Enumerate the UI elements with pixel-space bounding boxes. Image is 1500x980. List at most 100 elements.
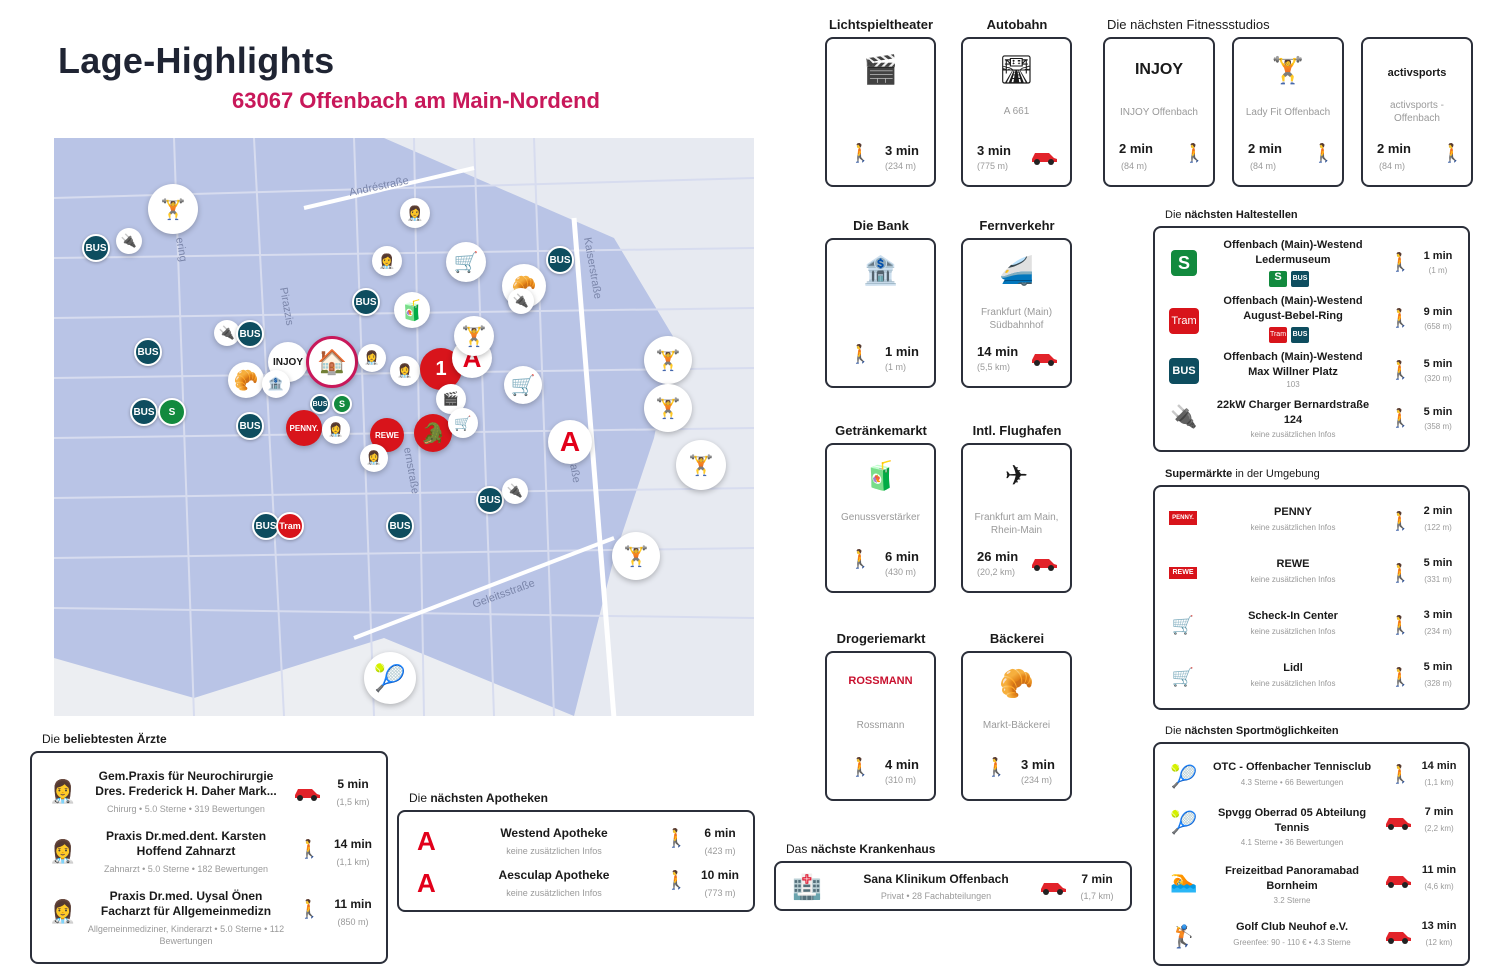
drink-pin-icon[interactable]: 🧃: [394, 292, 430, 328]
poi-card[interactable]: ROSSMANN Rossmann 4 min (310 m) 🚶: [825, 651, 936, 801]
sport-distance: (12 km): [1425, 938, 1453, 947]
sport-info: 3.2 Sterne: [1273, 896, 1311, 905]
bus-stop-pin[interactable]: BUS: [130, 398, 158, 426]
fitness-time: 2 min: [1119, 141, 1153, 156]
supermarket-pin-icon[interactable]: 🛒: [446, 242, 486, 282]
walk-icon: 🚶: [1389, 360, 1412, 380]
bus-stop-pin[interactable]: BUS: [476, 486, 504, 514]
fitness-pin-icon[interactable]: 🏋: [454, 316, 494, 356]
bus-badge: BUS: [1291, 327, 1309, 343]
map-streets: Andréstraße Kaiserstraße Geleitsstraße e…: [54, 138, 754, 716]
fitness-card-ladyfit[interactable]: 🏋 Lady Fit Offenbach 2 min (84 m) 🚶: [1232, 37, 1344, 187]
stop-time: 5 min: [1423, 406, 1453, 418]
walk-icon: 🚶: [1441, 143, 1464, 163]
supermarket-pin-icon[interactable]: 🛒: [504, 366, 542, 404]
location-map[interactable]: Andréstraße Kaiserstraße Geleitsstraße e…: [54, 138, 754, 716]
doctor-distance: (850 m): [337, 917, 369, 927]
hospital-card[interactable]: 🏥 Sana Klinikum Offenbach Privat • 28 Fa…: [774, 861, 1132, 911]
bus-stop-pin[interactable]: BUS: [134, 338, 162, 366]
bus-stop-pin[interactable]: BUS: [546, 246, 574, 274]
poi-card[interactable]: 🎬 3 min (234 m) 🚶: [825, 37, 936, 187]
stop-name: Offenbach (Main)-Westend Max Willner Pla…: [1223, 351, 1363, 378]
doctor-pin-icon[interactable]: 👩‍⚕️: [360, 444, 388, 472]
charger-pin-icon[interactable]: 🔌: [116, 228, 142, 254]
poi-card[interactable]: 🏦 1 min (1 m) 🚶: [825, 238, 936, 388]
walk-icon: 🚶: [298, 839, 321, 859]
bus-stop-pin[interactable]: BUS: [236, 320, 264, 348]
supermarkets-section-title: Supermärkte in der Umgebung: [1165, 468, 1320, 480]
doctor-pin-icon[interactable]: 👩‍⚕️: [390, 356, 420, 386]
walk-icon: 🚶: [849, 757, 872, 777]
fitness-name: activsports - Offenbach: [1390, 100, 1444, 124]
poi-distance: (5,5 km): [977, 362, 1011, 372]
stop-name: Offenbach (Main)-Westend August-Bebel-Ri…: [1223, 295, 1363, 322]
walk-icon: 🚶: [849, 344, 872, 364]
charger-icon: 🔌: [1170, 404, 1198, 429]
doctor-time: 14 min: [333, 837, 372, 851]
poi-card[interactable]: 🥐 Markt-Bäckerei 3 min (234 m) 🚶: [961, 651, 1072, 801]
bank-pin-icon[interactable]: 🏦: [262, 370, 290, 398]
pharmacy-info: keine zusätzlichen Infos: [506, 846, 602, 856]
walk-icon: 🚶: [1389, 511, 1412, 531]
train-icon: 🚄: [999, 255, 1034, 286]
poi-distance: (20,2 km): [977, 567, 1016, 577]
sport-time: 13 min: [1421, 920, 1457, 932]
sports-section-title: Die nächsten Sportmöglichkeiten: [1165, 725, 1339, 737]
supermarket-pin-icon[interactable]: 🛒: [448, 408, 478, 438]
bus-stop-pin[interactable]: BUS: [386, 512, 414, 540]
car-icon: [1386, 932, 1411, 944]
walk-icon: 🚶: [1312, 143, 1335, 163]
doctor-icon: 👩‍⚕️: [49, 839, 77, 864]
sport-name: Spvgg Oberrad 05 Abteilung Tennis: [1217, 807, 1367, 834]
charger-pin-icon[interactable]: 🔌: [214, 320, 240, 346]
sbahn-stop-pin[interactable]: S: [158, 398, 186, 426]
charger-pin-icon[interactable]: 🔌: [502, 478, 528, 504]
car-icon: [295, 789, 320, 801]
tram-stop-pin[interactable]: Tram: [276, 512, 304, 540]
rewe-logo: REWE: [1169, 567, 1197, 579]
pharmacy-distance: (773 m): [704, 888, 736, 898]
doctor-pin-icon[interactable]: 👩‍⚕️: [400, 198, 430, 228]
penny-pin[interactable]: PENNY.: [286, 410, 322, 446]
property-home-icon[interactable]: 🏠: [306, 336, 358, 388]
fitness-pin-icon[interactable]: 🏋: [644, 336, 692, 384]
poi-time: 3 min: [885, 143, 919, 158]
doctors-card: 👩‍⚕️ Gem.Praxis für Neurochirurgie Dres.…: [30, 751, 388, 964]
doctor-pin-icon[interactable]: 👩‍⚕️: [372, 246, 402, 276]
rewe-pin[interactable]: REWE: [370, 418, 404, 452]
poi-card[interactable]: ✈ Frankfurt am Main, Rhein-Main 26 min (…: [961, 443, 1072, 593]
fitness-card-activsports[interactable]: activsports activsports - Offenbach 2 mi…: [1361, 37, 1473, 187]
fitness-pin-icon[interactable]: 🏋: [612, 532, 660, 580]
charger-pin-icon[interactable]: 🔌: [508, 288, 534, 314]
bus-stop-pin[interactable]: BUS: [82, 234, 110, 262]
bus-stop-pin[interactable]: BUS: [310, 394, 330, 414]
fitness-pin-icon[interactable]: 🏋: [676, 440, 726, 490]
bakery-pin-icon[interactable]: 🥐: [228, 362, 264, 398]
poi-time: 1 min: [885, 344, 919, 359]
supermarket-name: REWE: [1276, 558, 1310, 570]
sbahn-stop-pin[interactable]: S: [332, 394, 352, 414]
poi-card[interactable]: 🛣 A 661 3 min (775 m): [961, 37, 1072, 187]
fitness-pin-icon[interactable]: 🏋: [148, 184, 198, 234]
doctor-pin-icon[interactable]: 👩‍⚕️: [322, 416, 350, 444]
fitness-card-injoy[interactable]: INJOY INJOY Offenbach 2 min (84 m) 🚶: [1103, 37, 1215, 187]
poi-card[interactable]: 🧃 Genussverstärker 6 min (430 m) 🚶: [825, 443, 936, 593]
poi-card[interactable]: 🚄 Frankfurt (Main) Südbahnhof 14 min (5,…: [961, 238, 1072, 388]
sport-name: Golf Club Neuhof e.V.: [1235, 921, 1349, 933]
supermarket-info: keine zusätzlichen Infos: [1250, 523, 1336, 532]
bus-stop-pin[interactable]: BUS: [236, 412, 264, 440]
car-icon: [1041, 883, 1066, 895]
tennis-pin-icon[interactable]: 🎾: [364, 652, 416, 704]
bus-stop-pin[interactable]: BUS: [352, 288, 380, 316]
fitness-pin-icon[interactable]: 🏋: [644, 384, 692, 432]
doctor-pin-icon[interactable]: 👩‍⚕️: [358, 344, 386, 372]
doctor-time: 5 min: [337, 777, 369, 791]
poi-time: 14 min: [977, 344, 1019, 359]
sports-card: 🎾 OTC - Offenbacher Tennisclub 4.3 Stern…: [1153, 742, 1470, 966]
poi-distance: (1 m): [885, 362, 906, 372]
logo-pin-icon[interactable]: 🐊: [414, 414, 452, 452]
stop-distance: (658 m): [1424, 322, 1452, 331]
sport-info: Greenfee: 90 - 110 € • 4.3 Sterne: [1233, 938, 1351, 947]
cart-icon: 🛒: [1171, 666, 1195, 687]
pharmacy-pin-icon[interactable]: A: [548, 420, 592, 464]
